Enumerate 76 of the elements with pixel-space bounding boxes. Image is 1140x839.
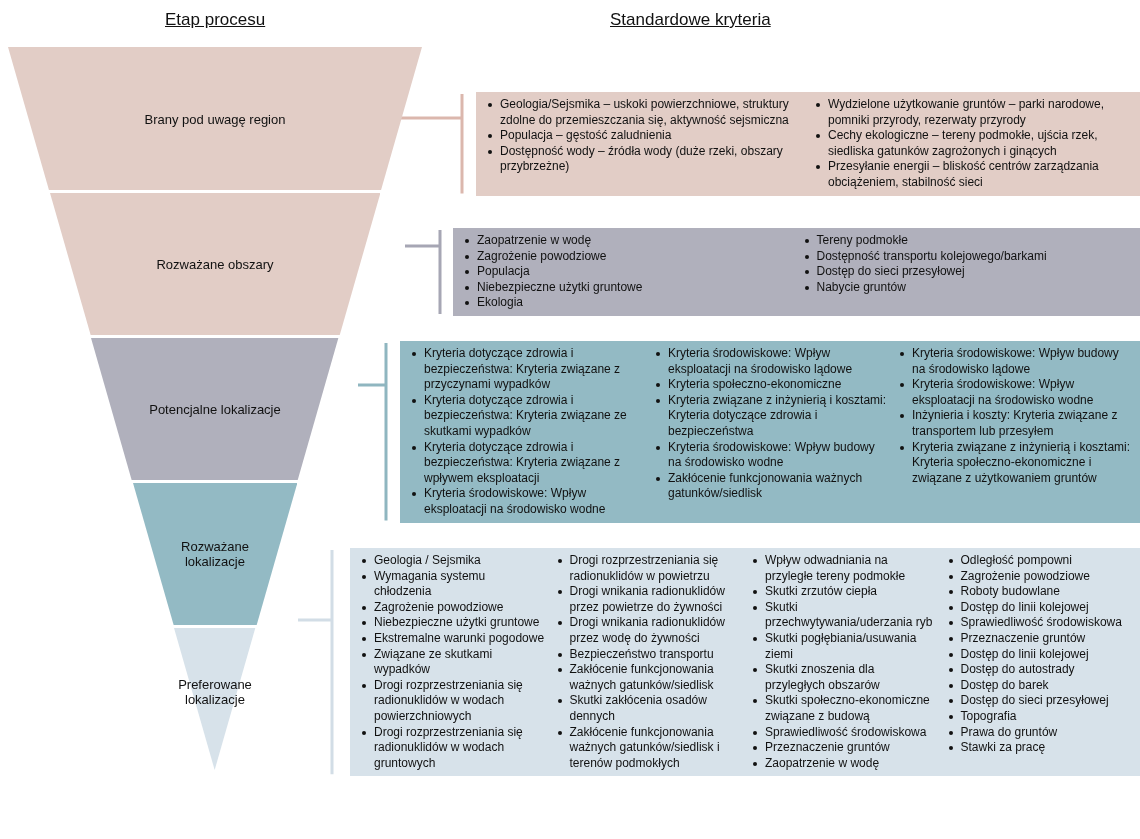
criteria-item: Kryteria środowiskowe: Wpływ eksploatacji na środowisko lądowe (652, 346, 888, 378)
criteria-item: Tereny podmokłe (800, 233, 1132, 249)
criteria-item: Stawki za pracę (944, 740, 1132, 756)
criteria-item: Wpływ odwadniania na przyległe tereny podmokłe (749, 553, 937, 585)
criteria-item: Kryteria środowiskowe: Wpływ eksploatacji na środowisko wodne (896, 377, 1132, 409)
criteria-item: Bezpieczeństwo transportu (553, 646, 741, 663)
criteria-item: Skutki przechwytywania/uderzania ryb (749, 599, 937, 631)
criteria-item: Skutki pogłębiania/usuwania ziemi (749, 630, 937, 663)
stage-label: Preferowane lokalizacje (177, 676, 253, 707)
criteria-item: Prawa do gruntów (944, 724, 1132, 741)
criteria-item: Sprawiedliwość środowiskowa (749, 724, 937, 741)
criteria-item: Drogi rozprzestrzeniania się radionuklidów w wodach gruntowych (358, 724, 546, 772)
criteria-item: Kryteria dotyczące zdrowia i bezpieczeństwa: Kryteria związane z przyczynami wypadków (408, 346, 644, 393)
criteria-item: Dostęp do linii kolejowej (944, 599, 1132, 616)
criteria-item: Zagrożenie powodziowe (358, 599, 546, 616)
criteria-item: Kryteria środowiskowe: Wpływ budowy na środowisko lądowe (896, 346, 1132, 378)
criteria-item: Wydzielone użytkowanie gruntów – parki narodowe, pomniki przyrody, rezerwaty przyrody (812, 97, 1132, 129)
criteria-item: Skutki społeczno-ekonomiczne związane z budową (749, 693, 937, 725)
criteria-item: Skutki zakłócenia osadów dennych (553, 693, 741, 725)
criteria-item: Zakłócenie funkcjonowania ważnych gatunków/siedlisk (553, 662, 741, 694)
criteria-item: Dostęp do barek (944, 677, 1132, 694)
criteria-item: Ekologia (461, 295, 793, 311)
criteria-item: Ekstremalne warunki pogodowe (358, 630, 546, 647)
column-heading: Etap procesu (165, 10, 266, 30)
criteria-panel (453, 228, 1140, 316)
criteria-item: Populacja – gęstość zaludnienia (484, 128, 804, 144)
criteria-item: Zagrożenie powodziowe (461, 248, 793, 265)
criteria-item: Przesyłanie energii – bliskość centrów zarządzania obciążeniem, stabilność sieci (812, 159, 1132, 191)
criteria-item: Drogi wnikania radionuklidów przez wodę do żywności (553, 615, 741, 647)
stage-label: Rozważane lokalizacje (180, 539, 250, 569)
stage-label: Potencjalne lokalizacje (148, 401, 282, 417)
criteria-item: Dostęp do sieci przesyłowej (800, 264, 1132, 280)
criteria-panel (400, 341, 1140, 523)
criteria-item: Drogi rozprzestrzeniania się radionuklidów w wodach powierzchniowych (358, 677, 546, 725)
criteria-panel (350, 548, 1140, 777)
criteria-item: Zakłócenie funkcjonowania ważnych gatunków/siedlisk (652, 470, 888, 502)
criteria-item: Dostęp do autostrady (944, 662, 1132, 678)
stage-label: Rozważane obszary (155, 256, 275, 272)
stage-label: Brany pod uwagę region (143, 111, 287, 126)
criteria-item: Geologia/Sejsmika – uskoki powierzchniowe, struktury zdolne do przemieszczania się, aktywność sejsmiczna (484, 97, 804, 129)
criteria-item: Drogi rozprzestrzeniania się radionuklidów w powietrzu (553, 553, 741, 585)
criteria-item: Roboty budowlane (944, 584, 1132, 600)
criteria-item: Dostęp do linii kolejowej (944, 646, 1132, 663)
criteria-item: Kryteria związane z inżynierią i kosztami: Kryteria społeczno-ekonomiczne i związane z użytkowaniem gruntów (896, 439, 1132, 487)
criteria-item: Kryteria środowiskowe: Wpływ eksploatacji na środowisko wodne (408, 486, 644, 518)
criteria-item: Wymagania systemu chłodzenia (358, 568, 546, 600)
criteria-item: Kryteria dotyczące zdrowia i bezpieczeństwa: Kryteria związane z wpływem eksploatacji (408, 439, 644, 487)
criteria-item: Dostępność wody – źródła wody (duże rzeki, obszary przybrzeżne) (484, 143, 804, 175)
criteria-item: Cechy ekologiczne – tereny podmokłe, ujścia rzek, siedliska gatunków zagrożonych i ginących (812, 128, 1132, 160)
criteria-item: Skutki zrzutów ciepła (749, 584, 937, 600)
criteria-item: Niebezpieczne użytki gruntowe (461, 279, 793, 296)
criteria-item: Geologia / Sejsmika (358, 553, 546, 569)
criteria-item: Odległość pompowni (944, 553, 1132, 569)
criteria-item: Nabycie gruntów (800, 279, 1132, 296)
criteria-item: Zaopatrzenie w wodę (461, 233, 793, 249)
criteria-item: Dostęp do sieci przesyłowej (944, 693, 1132, 709)
criteria-item: Kryteria środowiskowe: Wpływ budowy na środowisko wodne (652, 439, 888, 471)
column-heading: Standardowe kryteria (610, 10, 771, 30)
criteria-item: Zagrożenie powodziowe (944, 568, 1132, 585)
criteria-item: Przeznaczenie gruntów (944, 630, 1132, 647)
criteria-panel (476, 92, 1140, 196)
criteria-item: Topografia (944, 708, 1132, 725)
criteria-item: Drogi wnikania radionuklidów przez powietrze do żywności (553, 584, 741, 616)
criteria-item: Zaopatrzenie w wodę (749, 755, 937, 772)
criteria-item: Kryteria dotyczące zdrowia i bezpieczeństwa: Kryteria związane ze skutkami wypadków (408, 392, 644, 440)
criteria-item: Inżynieria i koszty: Kryteria związane z transportem lub przesyłem (896, 408, 1132, 440)
criteria-item: Niebezpieczne użytki gruntowe (358, 615, 546, 631)
criteria-item: Kryteria związane z inżynierią i kosztami: Kryteria dotyczące zdrowia i bezpieczeństwa (652, 392, 888, 440)
criteria-item: Dostępność transportu kolejowego/barkami (800, 248, 1132, 265)
criteria-item: Związane ze skutkami wypadków (358, 646, 546, 678)
criteria-item: Kryteria społeczno-ekonomiczne (652, 377, 888, 393)
criteria-item: Zakłócenie funkcjonowania ważnych gatunków/siedlisk i terenów podmokłych (553, 724, 741, 772)
criteria-item: Skutki znoszenia dla przyległych obszarów (749, 662, 937, 694)
criteria-item: Populacja (461, 264, 793, 280)
criteria-item: Przeznaczenie gruntów (749, 740, 937, 756)
criteria-item: Sprawiedliwość środowiskowa (944, 615, 1132, 631)
